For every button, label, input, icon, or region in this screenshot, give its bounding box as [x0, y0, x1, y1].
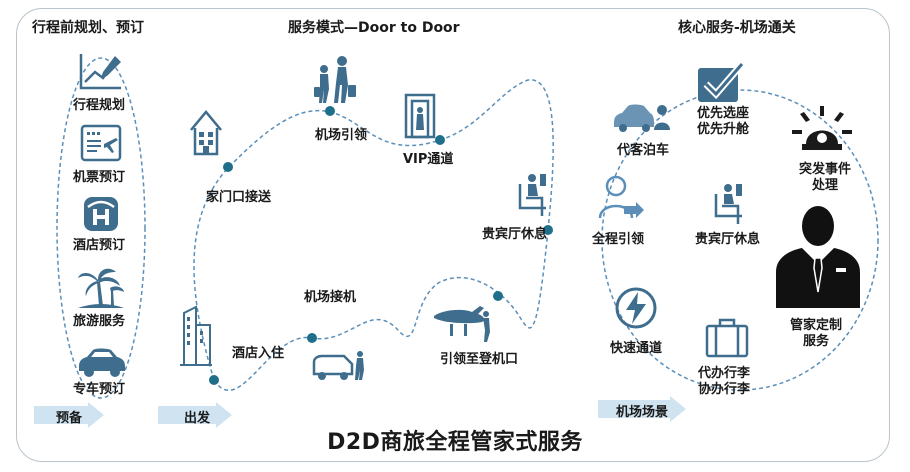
- journey-step-label: 家门口接送: [206, 190, 272, 205]
- butler-suit-icon: [776, 206, 860, 308]
- security-gate-icon: [404, 93, 436, 139]
- journey-step-label: 酒店入住: [232, 346, 285, 361]
- core-service-label: 代办行李 协办行李: [698, 366, 751, 397]
- arrow-depart-label: 出发: [184, 411, 211, 426]
- core-service-label: 代客泊车: [617, 143, 670, 158]
- arrow-airport: 机场场景: [598, 396, 686, 422]
- flight-ticket-icon: [80, 124, 122, 162]
- arrival-route: [213, 229, 549, 391]
- pre-trip-item-label: 专车预订: [73, 382, 126, 397]
- lounge-seat-icon: [518, 174, 546, 216]
- journey-step-label: VIP通道: [403, 152, 454, 167]
- lounge-seat-icon: [714, 184, 742, 224]
- pre-trip-item-label: 旅游服务: [73, 314, 126, 329]
- traveler-guide-icon: [314, 56, 356, 103]
- palm-tree-icon: [78, 268, 124, 308]
- van-passenger-icon: [312, 351, 364, 380]
- fast-track-bolt-icon: [615, 287, 657, 329]
- dot-vip: [435, 135, 445, 145]
- pre-trip-oval: [56, 57, 146, 399]
- core-service-label: 突发事件 处理: [799, 162, 852, 193]
- plan-chart-icon: [79, 54, 121, 90]
- dot-hotel: [209, 375, 219, 385]
- dot-home: [223, 162, 233, 172]
- airport-building-icon: [180, 305, 212, 366]
- hotel-icon: [84, 197, 118, 231]
- valet-car-icon: [614, 104, 670, 132]
- pre-trip-item-label: 行程规划: [73, 98, 126, 113]
- core-service-label: 快速通道: [610, 341, 663, 356]
- plane-boarding-icon: [434, 306, 490, 342]
- seat-checkbox-icon: [698, 61, 745, 102]
- departure-route: [193, 79, 554, 381]
- core-service-label: 贵宾厅休息: [695, 232, 761, 247]
- car-icon: [79, 348, 125, 377]
- main-title: D2D商旅全程管家式服务: [327, 430, 583, 455]
- core-service-label: 管家定制 服务: [790, 318, 843, 349]
- dot-airport-guide: [325, 106, 335, 116]
- section-service-mode: 服务模式—Door to Door: [288, 20, 460, 36]
- house-icon: [190, 110, 222, 156]
- dot-pickup: [307, 333, 317, 343]
- pre-trip-item-label: 机票预订: [73, 170, 126, 185]
- luggage-icon: [705, 318, 749, 358]
- outer-frame: [16, 8, 890, 462]
- core-service-label: 优先选座 优先升舱: [697, 106, 750, 137]
- section-pre-trip: 行程前规划、预订: [32, 20, 144, 36]
- arrow-airport-label: 机场场景: [616, 405, 669, 420]
- arrow-depart: 出发: [158, 402, 232, 428]
- person-escort-icon: [598, 175, 644, 219]
- arrow-prepare-label: 预备: [56, 411, 83, 426]
- journey-step-label: 贵宾厅休息: [482, 227, 548, 242]
- core-service-label: 全程引领: [592, 232, 645, 247]
- pre-trip-item-label: 酒店预订: [73, 238, 126, 253]
- arrow-prepare: 预备: [34, 402, 104, 428]
- section-core-service: 核心服务-机场通关: [678, 20, 796, 36]
- alarm-light-icon: [792, 106, 852, 150]
- route-dots: [209, 106, 553, 385]
- dot-lounge: [543, 225, 553, 235]
- journey-step-label: 引领至登机口: [440, 352, 519, 367]
- core-service-oval: [601, 89, 879, 391]
- journey-step-label: 机场引领: [315, 128, 368, 143]
- dot-gate: [493, 291, 503, 301]
- journey-step-label: 机场接机: [304, 290, 357, 305]
